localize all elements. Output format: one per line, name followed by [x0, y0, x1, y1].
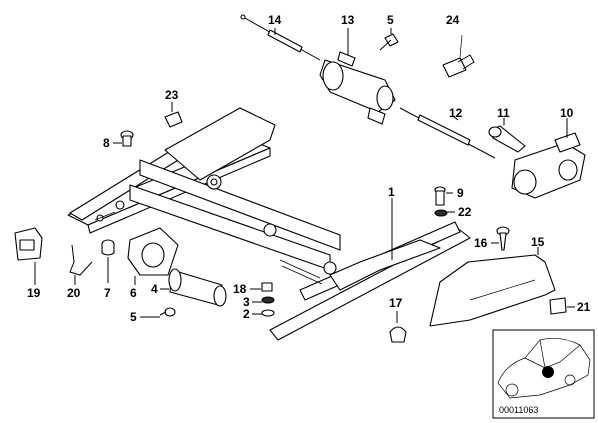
seat-frame-icon	[67, 107, 471, 341]
cap-icon	[389, 326, 407, 343]
part-label: 11	[497, 106, 510, 120]
cable-icon	[399, 107, 496, 159]
motor-icon	[511, 132, 586, 199]
part-label: 5	[130, 310, 137, 324]
washer-icon	[261, 282, 275, 317]
bolt-icon	[488, 125, 526, 153]
part-label: 15	[531, 235, 545, 249]
motor-icon	[127, 227, 179, 276]
bolt-icon	[434, 186, 448, 217]
part-label: 18	[233, 282, 247, 296]
screw-icon	[120, 130, 134, 147]
part-label: 13	[341, 13, 355, 27]
inset-code: 00011063	[499, 405, 538, 415]
part-label: 24	[446, 13, 460, 27]
car-thumbnail-inset: 00011063	[492, 329, 595, 419]
bolt-icon	[442, 34, 475, 78]
bushing-icon	[101, 239, 115, 256]
leader-lines	[34, 28, 575, 323]
part-label: 7	[104, 286, 111, 300]
car-thumbnail-icon	[497, 338, 591, 399]
motor-icon	[168, 268, 227, 307]
screw-icon	[379, 33, 399, 51]
part-label: 23	[165, 88, 179, 102]
part-label: 20	[67, 286, 81, 300]
part-label: 16	[474, 236, 488, 250]
part-label: 9	[457, 186, 464, 200]
screw-icon	[159, 307, 176, 317]
cable-icon	[240, 14, 321, 61]
part-label: 21	[577, 300, 591, 314]
part-label: 22	[458, 205, 472, 219]
part-labels: 14 13 5 24 23 12 11 10 8 9 22 1 16 15 19…	[27, 13, 591, 324]
clip-icon	[164, 104, 183, 128]
part-label: 10	[560, 106, 574, 120]
part-label: 3	[243, 295, 250, 309]
cover-panel-icon	[429, 254, 556, 327]
part-label: 19	[27, 286, 41, 300]
part-label: 17	[389, 296, 403, 310]
clip-icon	[549, 297, 567, 315]
part-label: 2	[243, 307, 250, 321]
wire-icon	[69, 244, 93, 276]
bracket-icon	[14, 227, 43, 261]
part-label: 6	[130, 286, 137, 300]
screw-icon	[496, 226, 510, 251]
part-label: 12	[449, 106, 463, 120]
part-label: 8	[103, 136, 110, 150]
motor-icon	[319, 51, 396, 125]
part-label: 1	[388, 185, 395, 199]
part-label: 4	[151, 282, 158, 296]
part-label: 14	[268, 13, 282, 27]
part-label: 5	[387, 13, 394, 27]
